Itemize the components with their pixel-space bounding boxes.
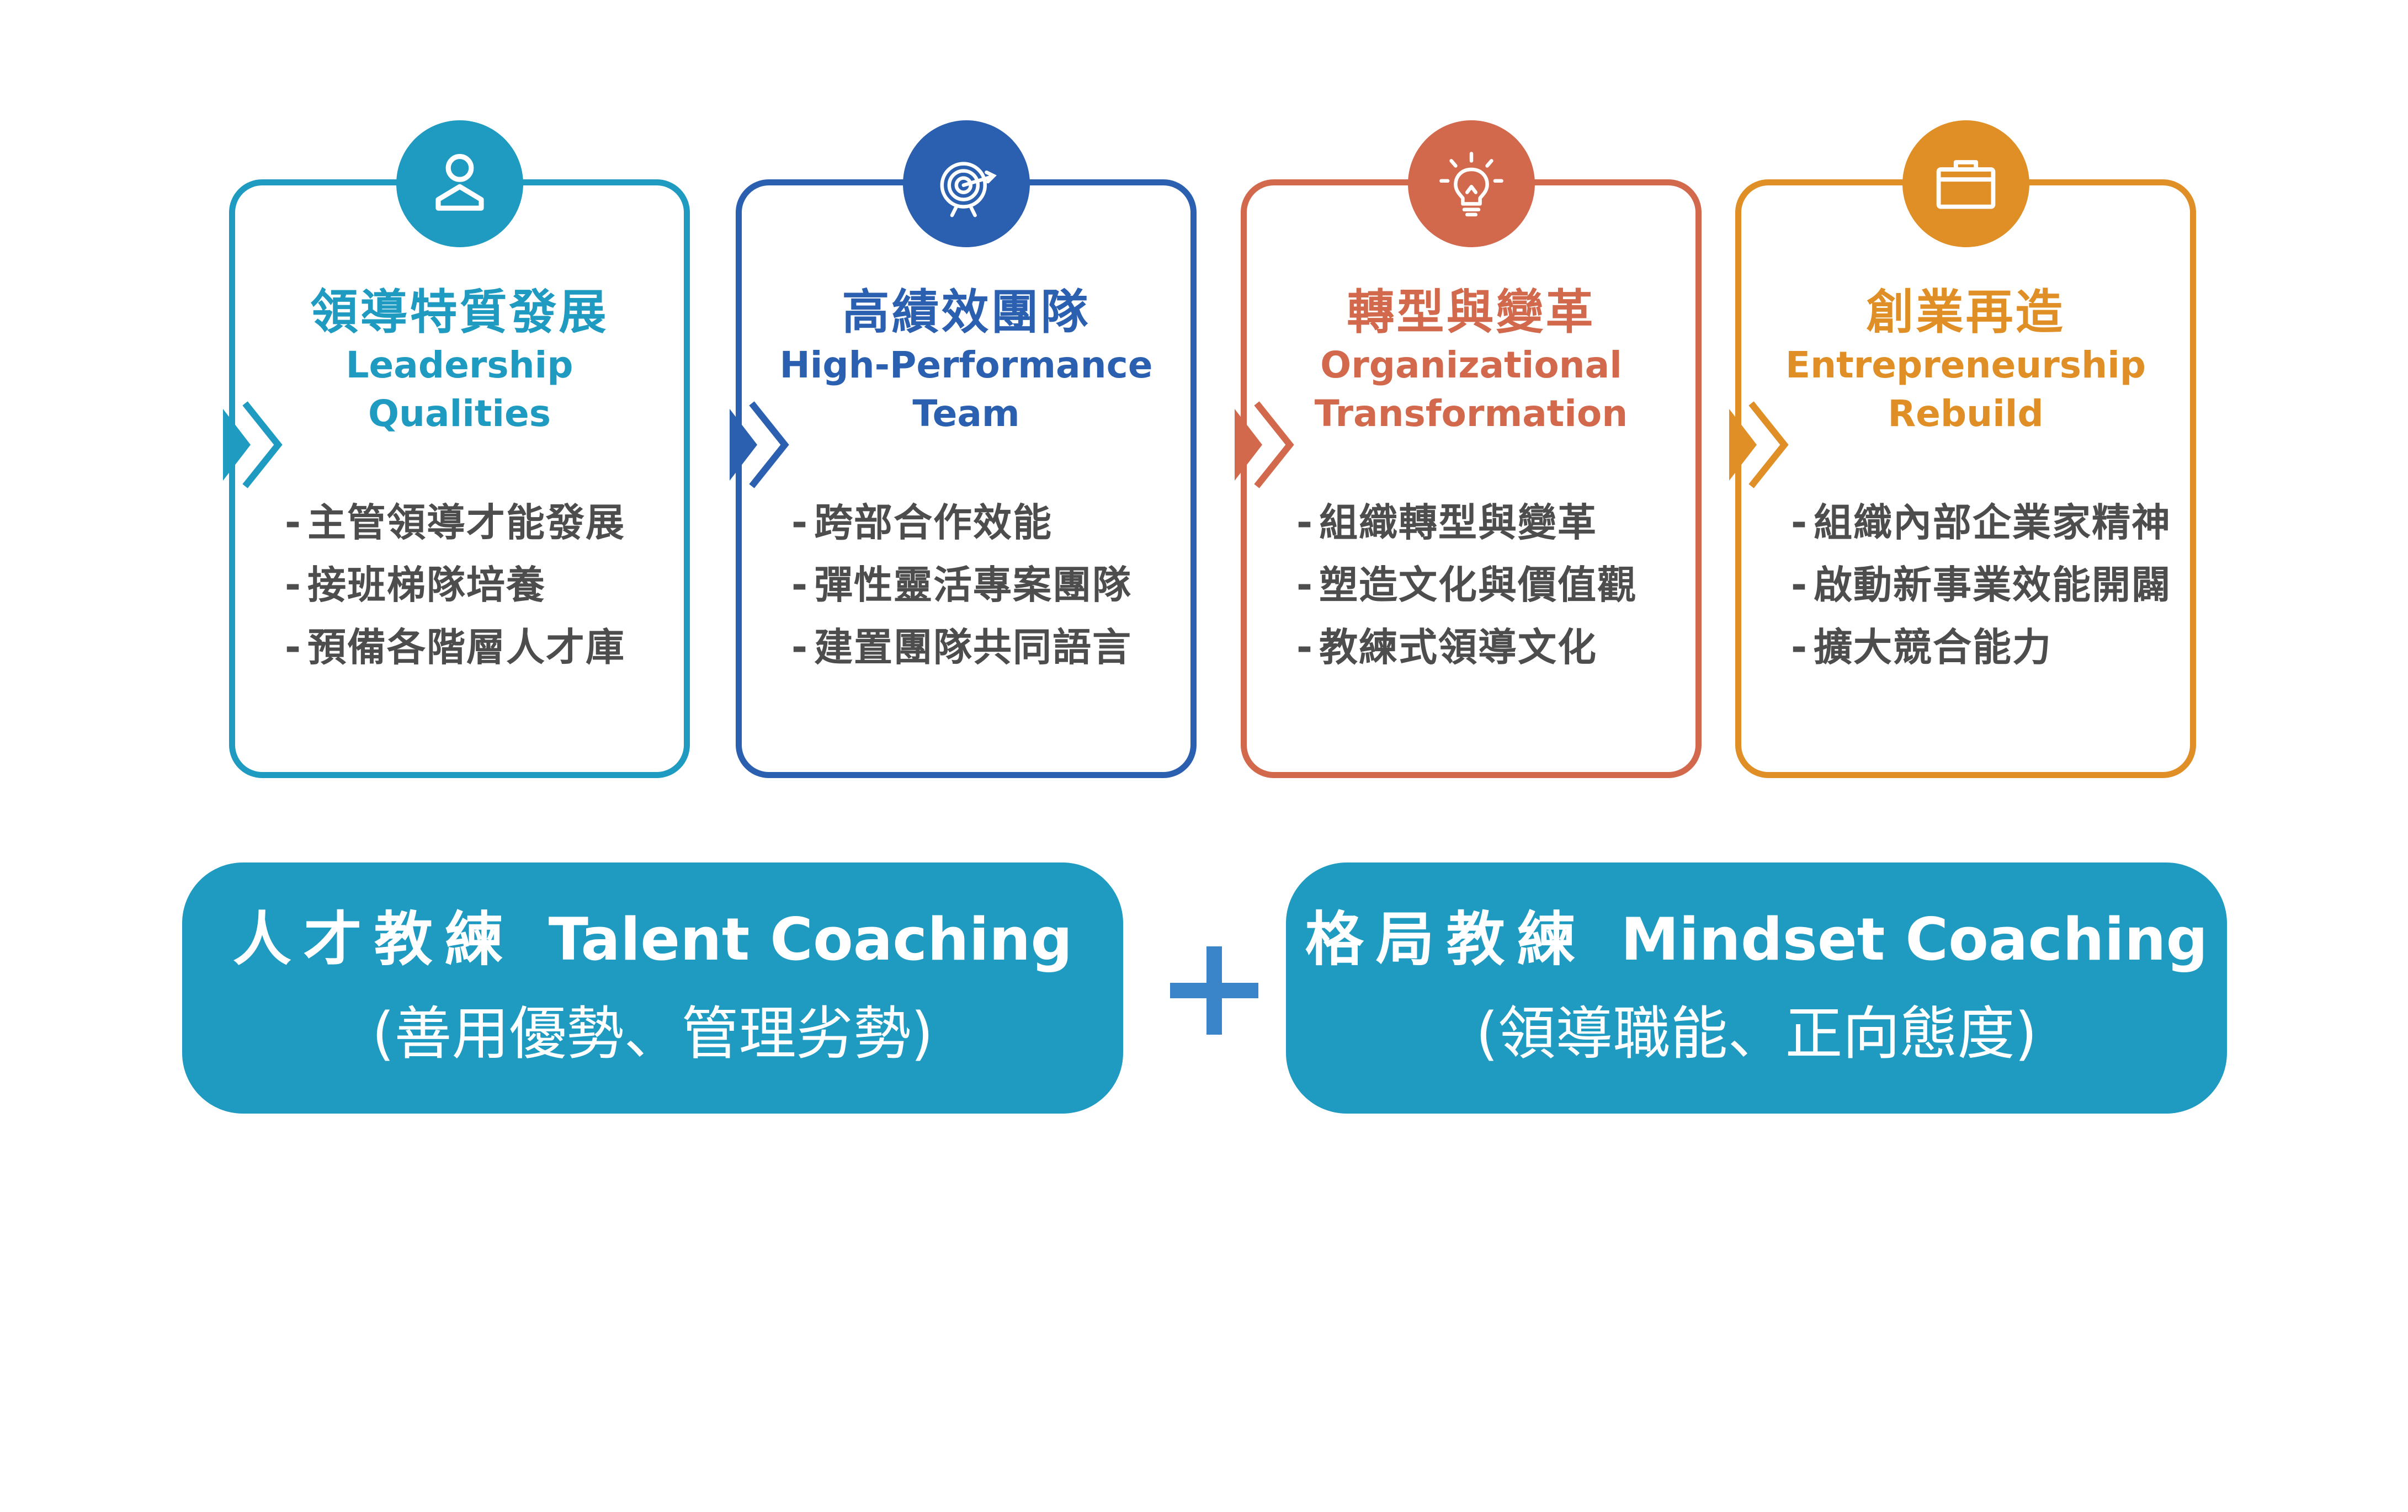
chevron-right-icon xyxy=(1235,401,1294,488)
card-title-en: Leadership Qualities xyxy=(345,344,573,435)
card-title-zh: 領導特質發展 xyxy=(310,285,609,340)
list-item: -教練式領導文化 xyxy=(1296,625,1598,670)
briefcase-icon xyxy=(1902,120,2029,247)
list-item: -組織內部企業家精神 xyxy=(1791,500,2172,545)
chevron-right-icon xyxy=(223,401,283,488)
target-icon xyxy=(902,120,1030,247)
card-entrepreneurship-rebuild: 創業再造 Entrepreneurship Rebuild -組織內部企業家精神… xyxy=(1729,120,2196,778)
list-item: -啟動新事業效能開闢 xyxy=(1791,562,2172,608)
chevron-right-icon xyxy=(730,401,789,488)
list-item: -塑造文化與價值觀 xyxy=(1296,562,1638,608)
list-item: -主管領導才能發展 xyxy=(285,500,626,545)
card-high-performance-team: 高績效團隊 High-Performance Team -跨部合作效能 -彈性靈… xyxy=(730,120,1197,778)
list-item: -擴大競合能力 xyxy=(1791,625,2053,670)
card-title-en: Entrepreneurship Rebuild xyxy=(1785,344,2146,435)
card-title-en: High-Performance Team xyxy=(779,344,1153,435)
card-title-zh: 轉型與變革 xyxy=(1347,285,1596,340)
card-title-zh: 創業再造 xyxy=(1866,285,2065,340)
plus-icon xyxy=(1170,946,1258,1035)
card-bullet-list: -組織內部企業家精神 -啟動新事業效能開闢 -擴大競合能力 xyxy=(1791,492,2179,679)
card-bullet-list: -跨部合作效能 -彈性靈活專案團隊 -建置團隊共同語言 xyxy=(791,492,1179,679)
pill-subtitle: (善用優勢、管理劣勢) xyxy=(371,1000,934,1067)
card-title-en: Organizational Transformation xyxy=(1314,344,1628,435)
card-organizational-transformation: 轉型與變革 Organizational Transformation -組織轉… xyxy=(1235,120,1702,778)
card-bullet-list: -主管領導才能發展 -接班梯隊培養 -預備各階層人才庫 xyxy=(285,492,673,679)
card-bullet-list: -組織轉型與變革 -塑造文化與價值觀 -教練式領導文化 xyxy=(1296,492,1684,679)
list-item: -彈性靈活專案團隊 xyxy=(791,562,1133,608)
lightbulb-icon xyxy=(1407,120,1535,247)
list-item: -預備各階層人才庫 xyxy=(285,625,626,670)
person-icon xyxy=(396,120,523,247)
list-item: -接班梯隊培養 xyxy=(285,562,546,608)
list-item: -組織轉型與變革 xyxy=(1296,500,1598,545)
pill-subtitle: (領導職能、正向態度) xyxy=(1475,1000,2038,1067)
chevron-right-icon xyxy=(1729,401,1789,488)
card-title-zh: 高績效團隊 xyxy=(842,285,1091,340)
list-item: -建置團隊共同語言 xyxy=(791,625,1133,670)
card-leadership-qualities: 領導特質發展 Leadership Qualities -主管領導才能發展 -接… xyxy=(223,120,690,778)
list-item: -跨部合作效能 xyxy=(791,500,1053,545)
